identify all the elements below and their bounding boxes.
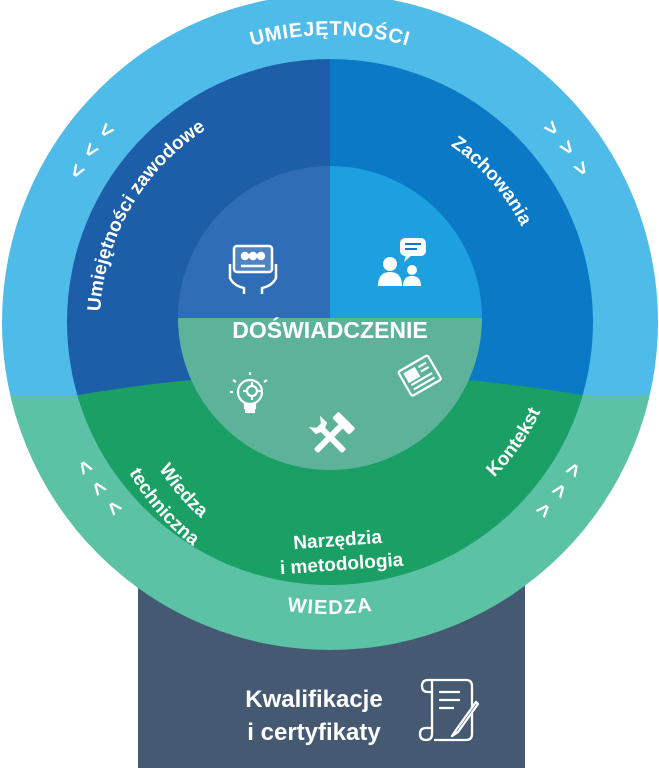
center-half-knowledge bbox=[178, 318, 482, 470]
newspaper-icon bbox=[397, 354, 442, 397]
ring-title-knowledge: WIEDZA bbox=[286, 594, 373, 619]
qualification-line1: Kwalifikacje bbox=[245, 686, 382, 713]
certificate-scroll-icon bbox=[418, 678, 480, 742]
qualification-line2: i certyfikaty bbox=[247, 719, 381, 746]
lightbulb-gear-icon bbox=[230, 372, 268, 414]
center-quadrant-skills bbox=[178, 166, 330, 318]
people-talking-icon bbox=[378, 238, 426, 286]
center-title: DOŚWIADCZENIE bbox=[232, 316, 428, 343]
tablet-hands-icon bbox=[228, 244, 278, 294]
tools-icon bbox=[308, 412, 355, 453]
